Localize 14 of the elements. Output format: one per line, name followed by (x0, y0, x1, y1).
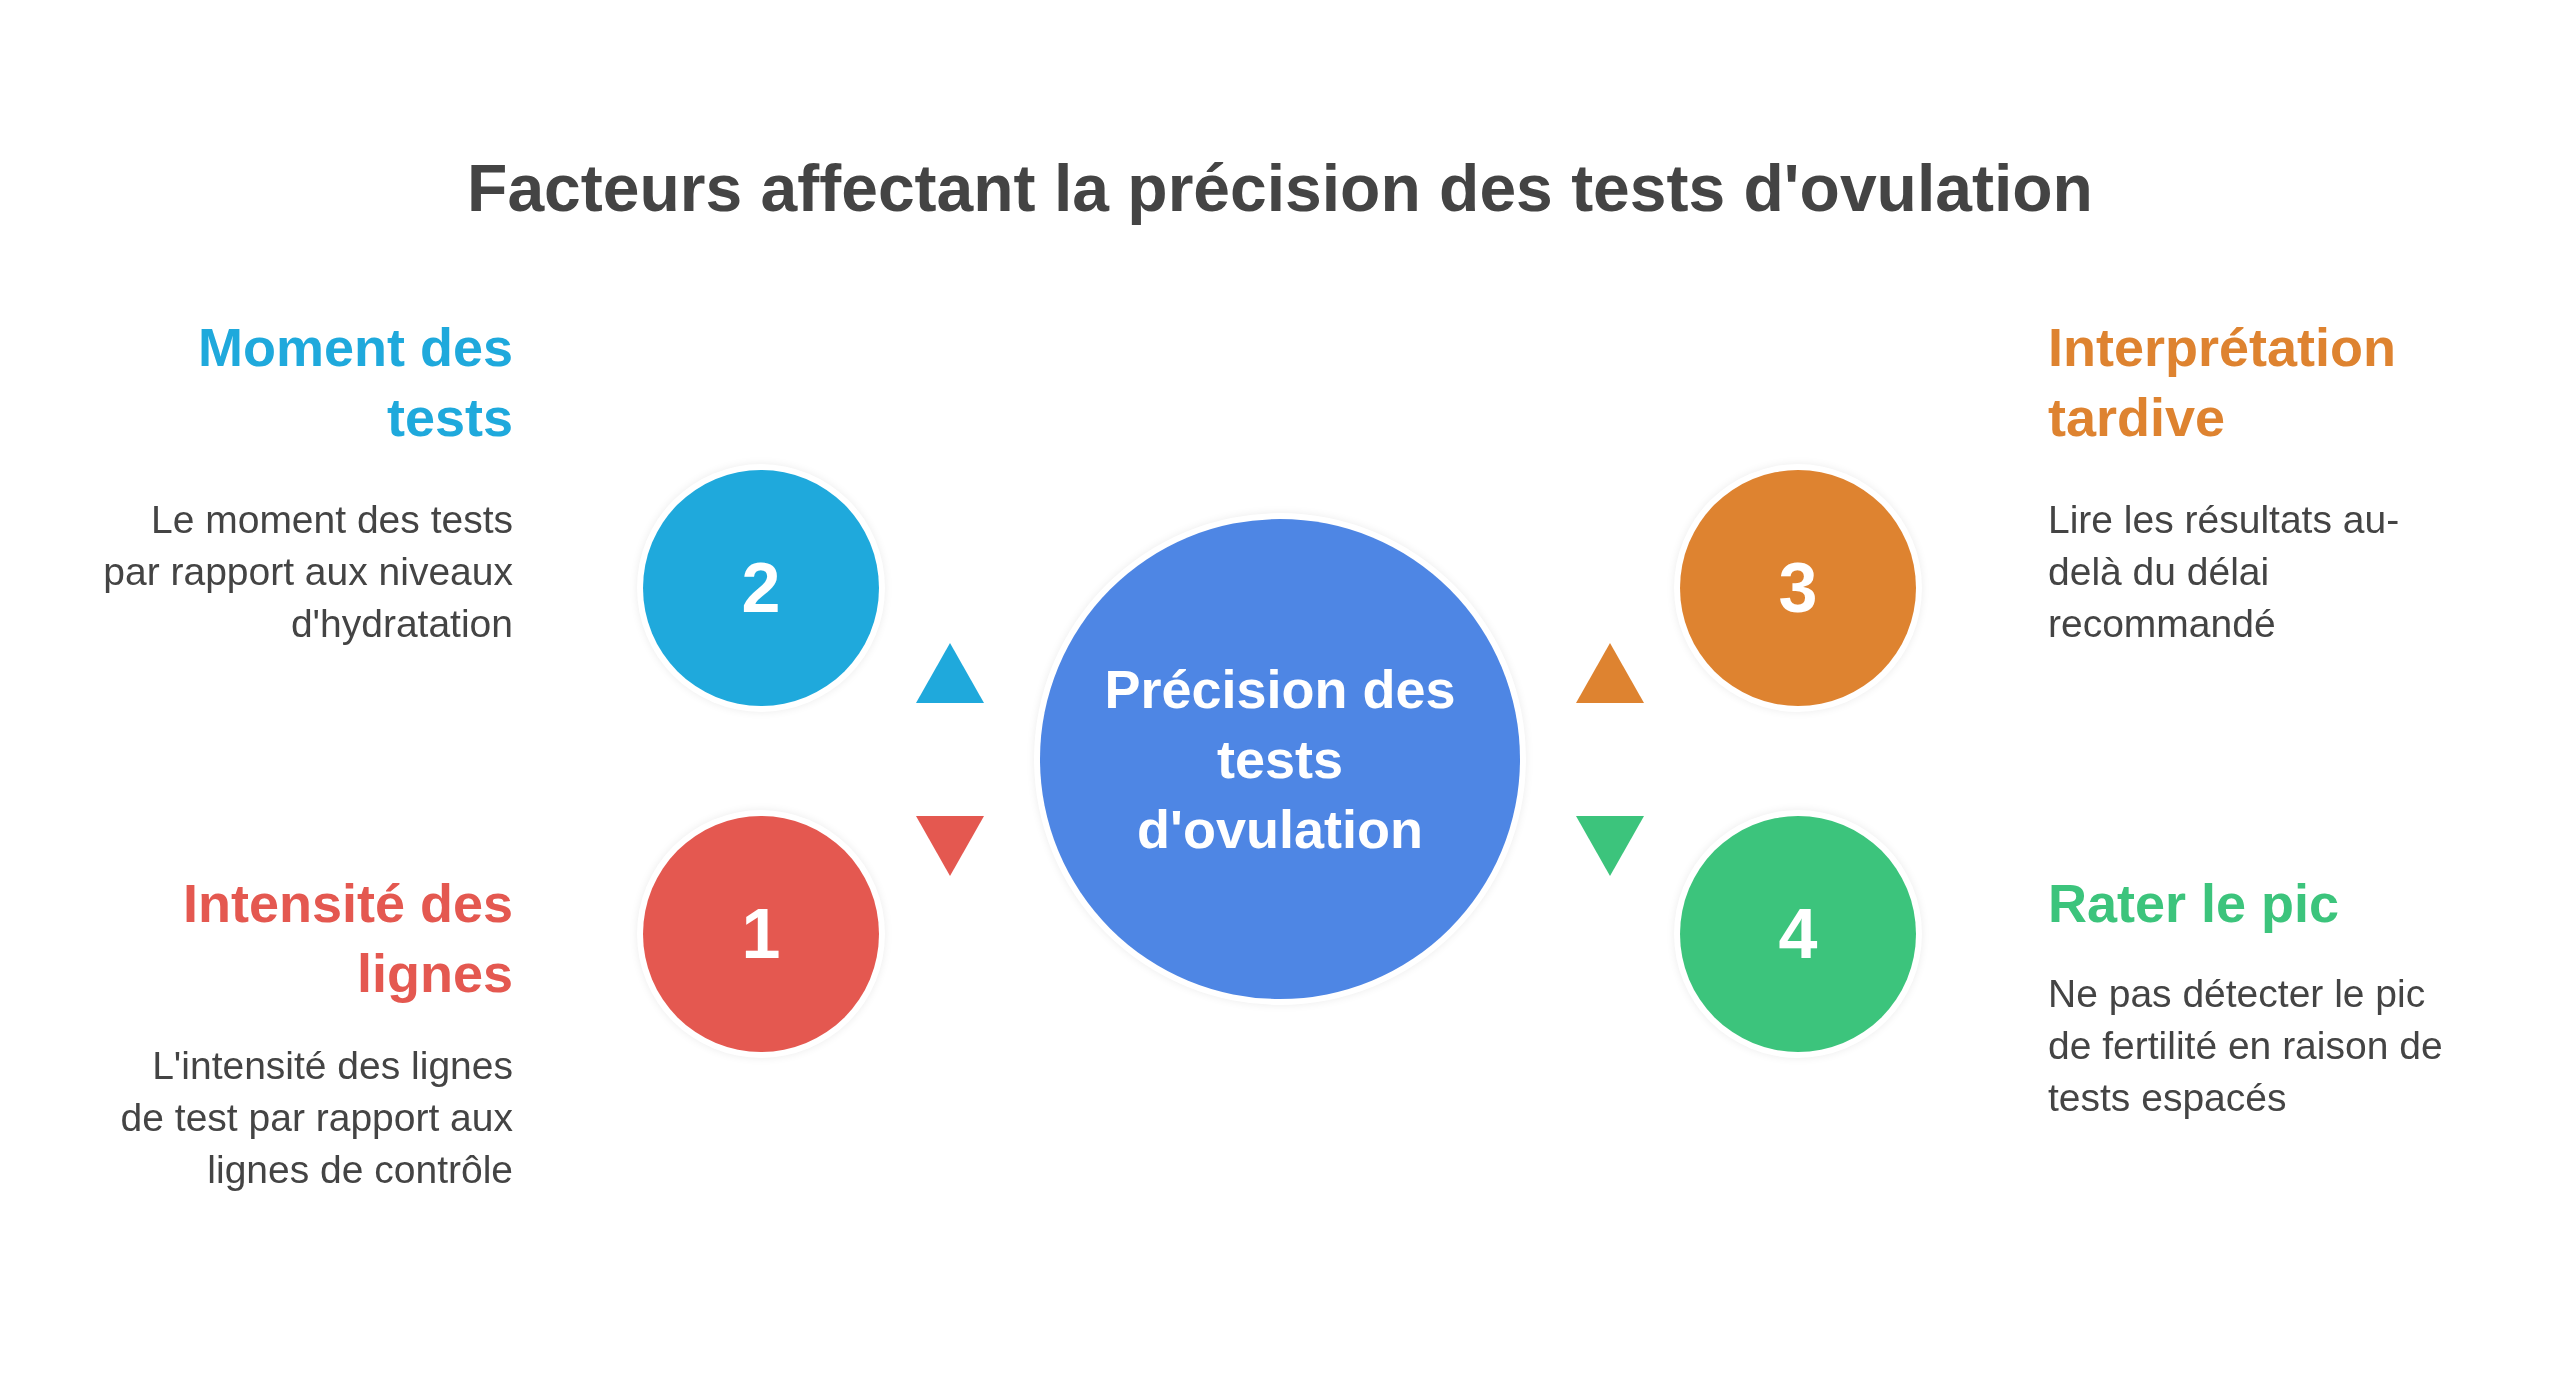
factor-description: Ne pas détecter le pic de fertilité en raison de tests espacés (2048, 971, 2444, 1121)
factor-heading: Rater le pic (2048, 872, 2341, 935)
step-number: 1 (741, 893, 781, 975)
factor-heading: Intensité des lignes (181, 872, 513, 1005)
step-number: 2 (741, 547, 781, 629)
factor-description: Lire les résultats au-delà du délai recommandé (2048, 497, 2401, 647)
factor-heading: Moment des tests (196, 316, 513, 449)
step-number: 4 (1778, 893, 1818, 975)
diagram-title: Facteurs affectant la précision des tests d'ovulation (466, 150, 2094, 226)
center-label: Précision des tests d'ovulation (1103, 657, 1457, 862)
factor-description: Le moment des tests par rapport aux niveaux d'hydratation (102, 497, 513, 647)
factor-description: L'intensité des lignes de test par rapport aux lignes de contrôle (119, 1043, 513, 1193)
step-number: 3 (1778, 547, 1818, 629)
factor-heading: Interprétation tardive (2048, 316, 2398, 449)
